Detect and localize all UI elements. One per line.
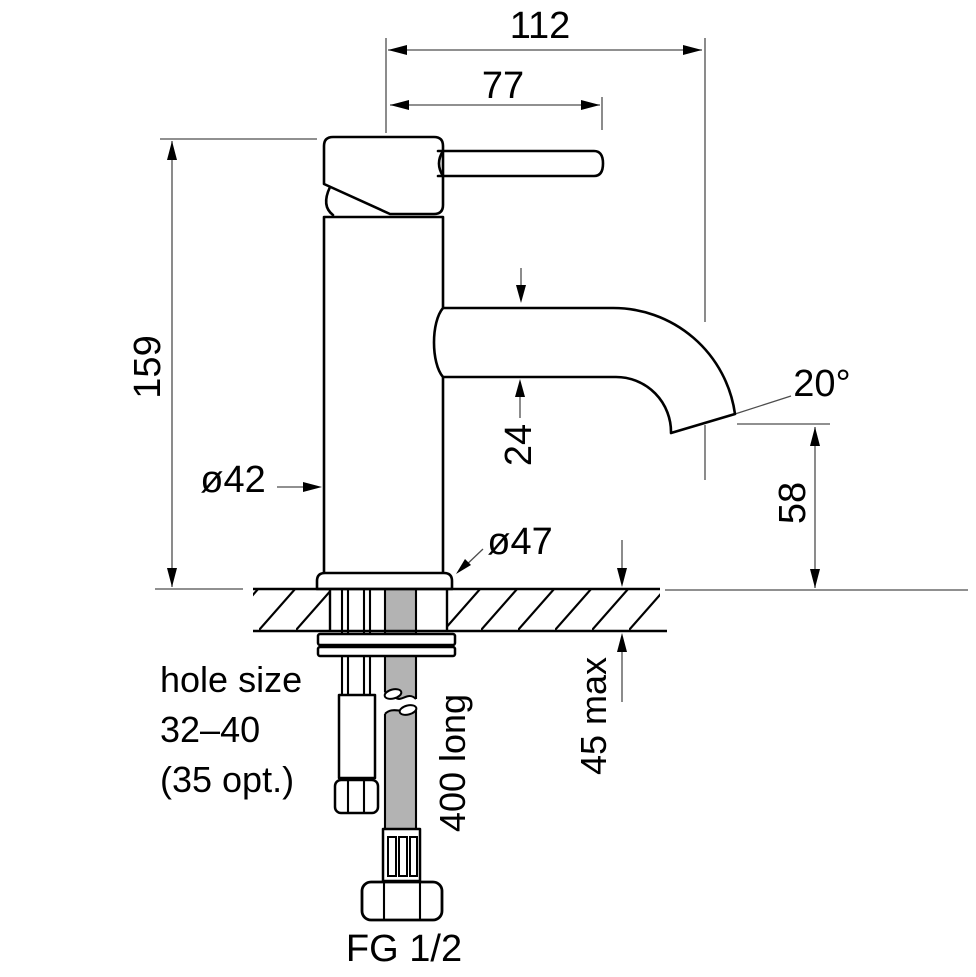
arrow-77-left [390, 100, 409, 110]
thread-label: FG 1/2 [346, 928, 462, 970]
flexible-hose-lower-fill [385, 707, 416, 830]
angle-ray-20deg [734, 395, 792, 415]
dim-45max-label: 45 max [573, 657, 614, 775]
dim-159-label: 159 [127, 335, 169, 398]
arrow-45-top [617, 568, 627, 587]
body-and-spout [322, 215, 737, 574]
arrow-24-top [516, 285, 526, 303]
hole-size-note-line2: 32–40 [160, 709, 260, 750]
arrow-159-top [167, 141, 177, 160]
dim-47-label: ø47 [487, 521, 552, 563]
stud-barrel [337, 693, 377, 780]
handle-body [322, 135, 445, 216]
dimension-lines [155, 38, 968, 702]
dim-24-label: 24 [498, 424, 540, 466]
crimp-rib [398, 836, 408, 877]
dim-20deg-label: 20° [793, 363, 850, 405]
base-flange [315, 571, 454, 591]
mounting-washer [316, 632, 457, 647]
bench-outline [253, 587, 667, 633]
bench-section [253, 587, 667, 633]
dim-58-label: 58 [772, 482, 814, 524]
stud-hex-facets [346, 781, 366, 812]
hole-size-note-line1: hole size [160, 659, 302, 700]
hose-break-notch-lower [398, 704, 418, 716]
arrow-77-right [581, 100, 600, 110]
crimp-rib [387, 836, 397, 877]
arrow-58-top [810, 427, 820, 446]
arrow-58-bottom [810, 569, 820, 588]
arrow-45-bottom [617, 633, 627, 652]
hose-length-label: 400 long [432, 694, 473, 832]
arrow-112-right [683, 45, 702, 55]
arrow-112-left [388, 45, 407, 55]
bench-hatch-right [447, 589, 660, 631]
lever-root-fillet [437, 149, 445, 178]
handle-cartridge-arc [324, 185, 335, 217]
arrow-47 [456, 559, 471, 574]
bench-hatch-left [253, 589, 330, 631]
tapware [315, 135, 737, 591]
under-bench-fittings [316, 589, 457, 922]
stud-hex-end [333, 778, 380, 815]
crimp-rib [409, 836, 418, 877]
hose-hex-nut-facets [382, 883, 422, 919]
hose-break-notch-upper [383, 688, 403, 700]
hose-hex-nut [360, 880, 444, 922]
labels: 112 77 159 ø42 ø47 24 20° 58 45 max hole… [127, 5, 851, 970]
dim-77-label: 77 [482, 65, 524, 107]
dim-112-label: 112 [510, 5, 571, 47]
hole-size-note-line3: (35 opt.) [160, 759, 294, 800]
handle-lever [436, 149, 605, 178]
arrow-42 [303, 482, 322, 492]
arrow-159-bottom [167, 568, 177, 587]
arrow-24-bottom [515, 379, 525, 397]
mounting-locknut [316, 645, 457, 658]
dim-42-label: ø42 [200, 459, 265, 501]
body-silhouette [324, 217, 735, 572]
